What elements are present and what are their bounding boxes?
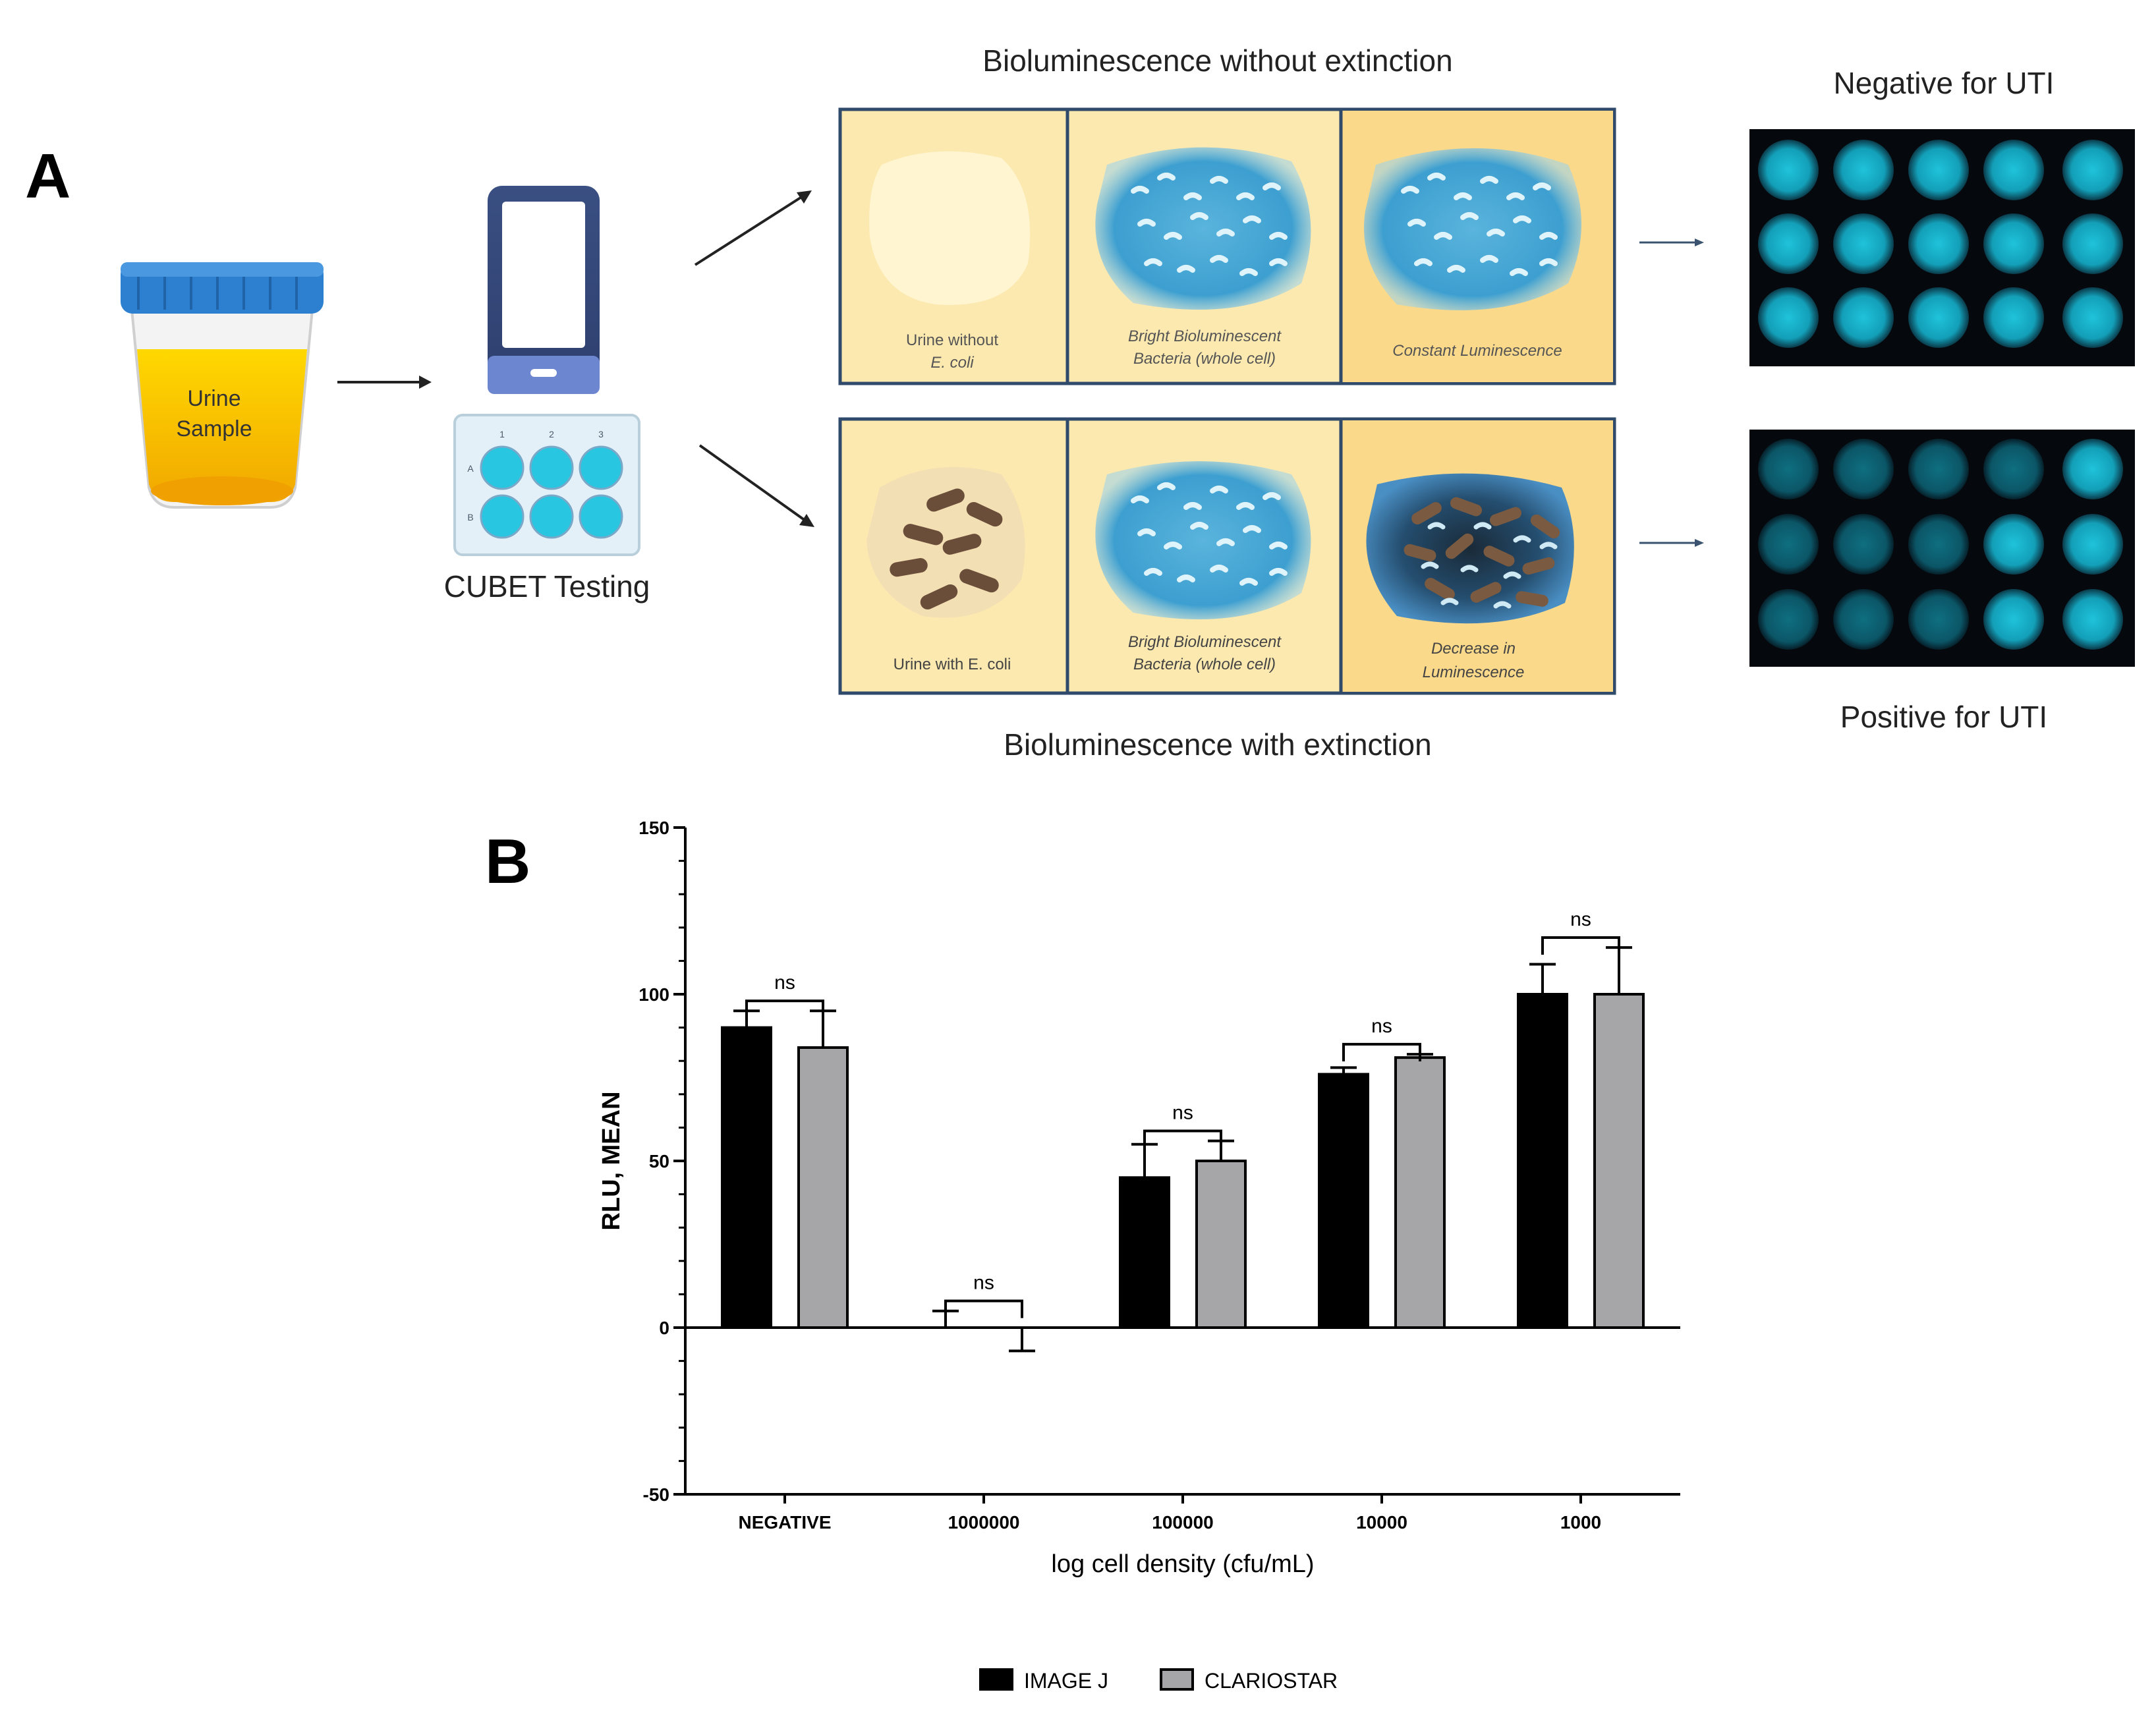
significance-brackets: ns ns ns ns ns: [745, 909, 1620, 1318]
significance-label: ns: [973, 1272, 994, 1294]
bottom-panel-1-line1: Urine with E. coli: [894, 656, 1011, 673]
phone-icon: [488, 186, 600, 394]
panel-a: A Urine Sample: [25, 43, 2135, 762]
bar-chart: 150 100 50 0 -50 NEGATIVE 1000000 100000 10000 1…: [598, 818, 1680, 1578]
jar-label-line2: Sample: [176, 416, 252, 441]
bottom-row-title: Bioluminescence with extinction: [1004, 727, 1431, 762]
positive-well-image: [1749, 430, 2135, 667]
x-axis: NEGATIVE 1000000 100000 10000 1000: [685, 1326, 1680, 1533]
plate-col-3: 3: [598, 429, 604, 439]
significance-bracket: [1541, 936, 1620, 955]
bar-image-j: [1318, 1073, 1369, 1329]
legend-swatch-clariostar: [1160, 1668, 1194, 1691]
significance-label: ns: [774, 972, 795, 994]
y-tick-label: 150: [638, 818, 669, 838]
y-tick-label: 0: [659, 1318, 669, 1338]
urine-sample-jar: Urine Sample: [121, 262, 324, 509]
x-axis-title: log cell density (cfu/mL): [1051, 1550, 1314, 1578]
bars: [721, 946, 1645, 1353]
significance-label: ns: [1570, 909, 1591, 930]
bar-clariostar: [1593, 993, 1645, 1329]
cubet-testing-label: CUBET Testing: [444, 569, 650, 604]
y-axis-title: RLU, MEAN: [598, 1091, 625, 1230]
arrow-jar-to-cubet: [337, 376, 432, 389]
bar-clariostar: [1394, 1056, 1446, 1329]
arrow-to-negative-image: [1639, 239, 1704, 246]
negative-for-uti-label: Negative for UTI: [1834, 66, 2055, 100]
bar-image-j: [1517, 993, 1568, 1329]
top-panel-1-line1: Urine without: [906, 331, 998, 349]
x-tick-label: 100000: [1152, 1512, 1213, 1533]
chart-legend: IMAGE J CLARIOSTAR: [979, 1668, 1338, 1693]
bar-image-j: [721, 1026, 772, 1329]
significance-bracket: [745, 999, 824, 1019]
bottom-panel-3-line2: Luminescence: [1423, 663, 1525, 681]
bottom-panel-2-line1: Bright Bioluminescent: [1128, 633, 1282, 651]
panel-a-label: A: [25, 141, 71, 211]
bottom-row-panels: Urine with E. coli Bright Bioluminescent…: [838, 417, 1616, 695]
arrow-to-positive-image: [1639, 539, 1704, 547]
top-panel-2-line2: Bacteria (whole cell): [1133, 350, 1276, 368]
bar-clariostar: [797, 1046, 849, 1329]
panel-b: B 150 100 50 0 -50 NEGATIVE 1000000 100000 1000…: [485, 818, 1680, 1693]
positive-for-uti-label: Positive for UTI: [1840, 700, 2047, 734]
bar-clariostar: [1195, 1160, 1247, 1329]
well-plate-icon: 1 2 3 A B: [453, 414, 640, 556]
y-axis: 150 100 50 0 -50: [638, 818, 687, 1505]
significance-bracket: [1342, 1042, 1421, 1061]
bottom-panel-2-line2: Bacteria (whole cell): [1133, 656, 1276, 673]
y-tick-label: 50: [649, 1151, 669, 1171]
top-row-panels: Urine without E. coli Bright Bioluminesc…: [838, 107, 1616, 385]
plate-col-2: 2: [549, 429, 554, 439]
x-tick-label: NEGATIVE: [738, 1512, 831, 1533]
legend-label: CLARIOSTAR: [1205, 1669, 1338, 1693]
arrow-to-bottom-row: [698, 444, 814, 527]
y-tick-label: -50: [643, 1484, 669, 1505]
panel-b-label: B: [485, 826, 530, 897]
x-tick-label: 1000000: [948, 1512, 1019, 1533]
legend-swatch-image-j: [979, 1668, 1013, 1691]
x-tick-label: 1000: [1560, 1512, 1601, 1533]
plate-col-1: 1: [499, 429, 505, 439]
plate-row-a: A: [467, 463, 474, 474]
bar-image-j: [1119, 1176, 1170, 1330]
top-panel-1-line2: E. coli: [930, 354, 974, 372]
plate-row-b: B: [467, 512, 473, 522]
arrow-to-top-row: [694, 190, 812, 266]
significance-bracket: [944, 1299, 1023, 1318]
top-panel-3-line1: Constant Luminescence: [1392, 342, 1562, 360]
bottom-panel-3-line1: Decrease in: [1431, 640, 1516, 658]
significance-label: ns: [1172, 1102, 1193, 1123]
negative-well-image: [1749, 129, 2135, 366]
jar-label-line1: Urine: [187, 386, 241, 411]
x-tick-label: 10000: [1356, 1512, 1407, 1533]
legend-label: IMAGE J: [1024, 1669, 1108, 1693]
y-tick-label: 100: [638, 984, 669, 1005]
top-panel-2-line1: Bright Bioluminescent: [1128, 327, 1282, 345]
significance-bracket: [1143, 1129, 1222, 1148]
top-row-title: Bioluminescence without extinction: [982, 43, 1452, 78]
significance-label: ns: [1371, 1015, 1392, 1037]
